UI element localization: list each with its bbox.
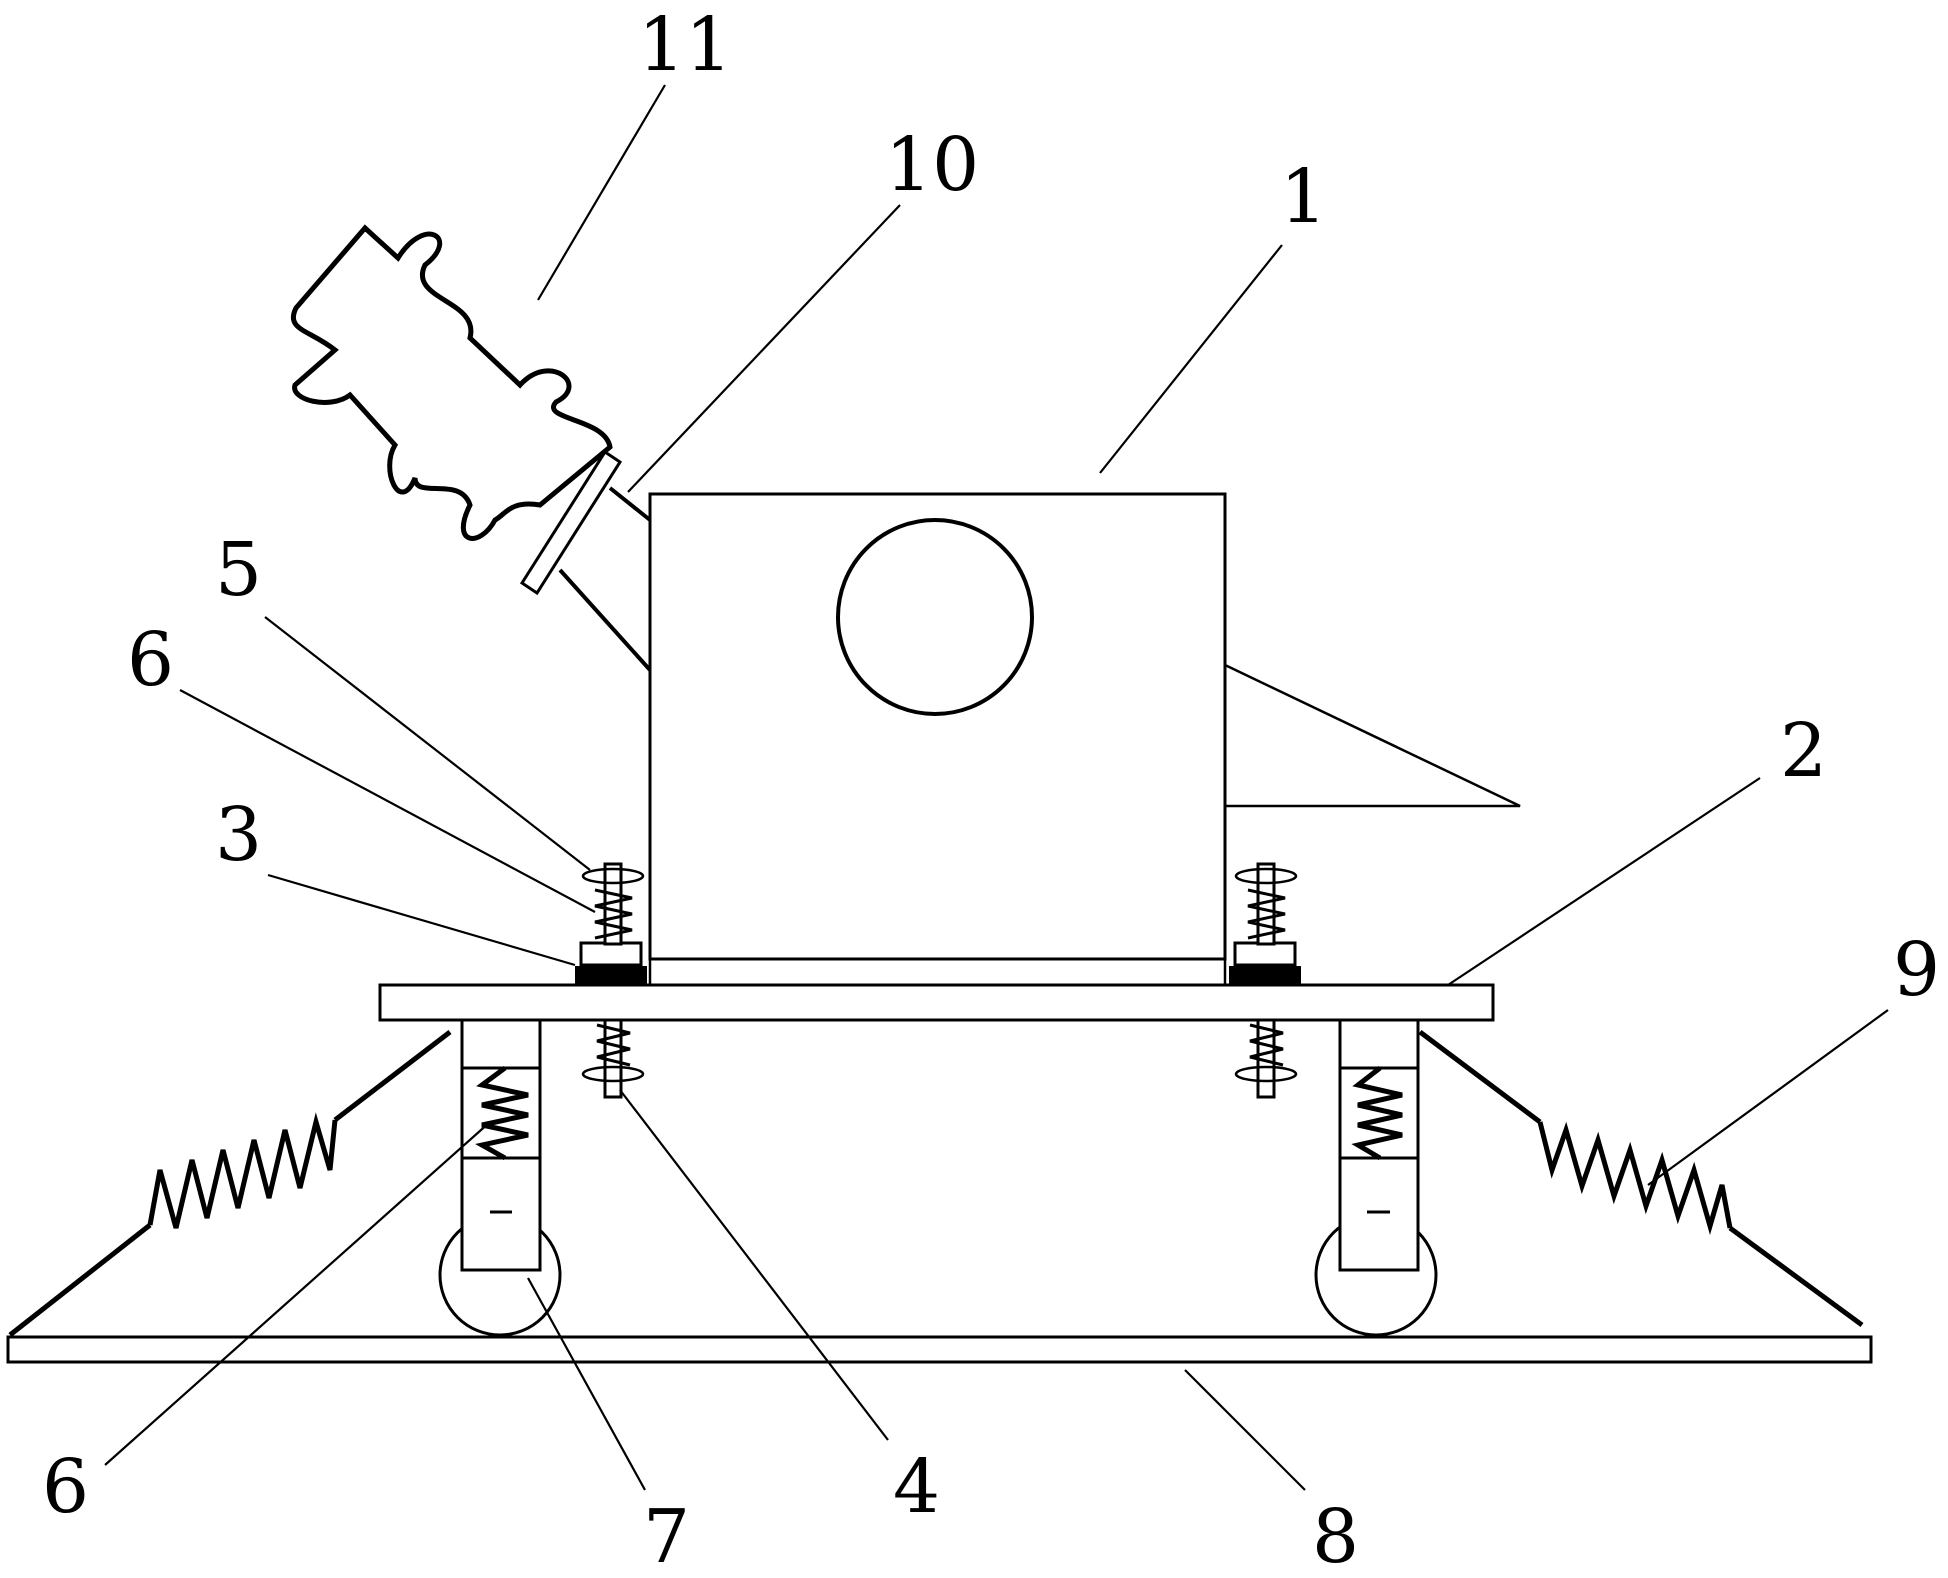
right-lower-bolt: [1234, 1018, 1298, 1099]
leader-3: [267, 873, 576, 967]
label-7: 7: [643, 1494, 690, 1578]
base-plate: [6, 1335, 1873, 1364]
right-rubber-pad: [1229, 941, 1301, 984]
label-3: 3: [215, 792, 262, 878]
leader-10: [627, 204, 901, 493]
leader-2: [1447, 777, 1761, 986]
left-tension-spring: [8, 1030, 452, 1337]
main-body: [648, 492, 1521, 987]
label-6-lower: 6: [42, 1444, 89, 1530]
leader-5: [264, 616, 591, 871]
label-4: 4: [893, 1444, 940, 1530]
leader-6a: [179, 689, 596, 913]
right-support-leg: [1338, 1018, 1420, 1272]
left-support-leg: [460, 1018, 542, 1272]
left-lower-bolt: [581, 1018, 645, 1099]
leader-11: [537, 84, 666, 301]
label-2: 2: [1780, 708, 1827, 794]
left-rubber-pad: [575, 941, 647, 984]
inclined-arm: [558, 486, 652, 672]
leader-9: [1647, 1009, 1889, 1186]
right-tension-spring: [1418, 1030, 1864, 1328]
mounting-plate: [378, 983, 1495, 1022]
leader-7: [527, 1277, 646, 1491]
leader-4: [619, 1089, 889, 1441]
label-1: 1: [1280, 154, 1327, 240]
label-8: 8: [1312, 1494, 1359, 1578]
leader-8: [1184, 1369, 1306, 1491]
label-11: 11: [638, 2, 732, 88]
label-6-upper: 6: [127, 617, 174, 703]
insulator: [290, 224, 623, 596]
right-upper-bolt: [1234, 862, 1298, 946]
label-9: 9: [1893, 927, 1940, 1013]
left-upper-bolt: [581, 862, 645, 946]
label-5: 5: [215, 527, 262, 613]
leader-6b: [104, 1121, 491, 1466]
label-10: 10: [885, 122, 979, 208]
leader-1: [1099, 244, 1283, 474]
